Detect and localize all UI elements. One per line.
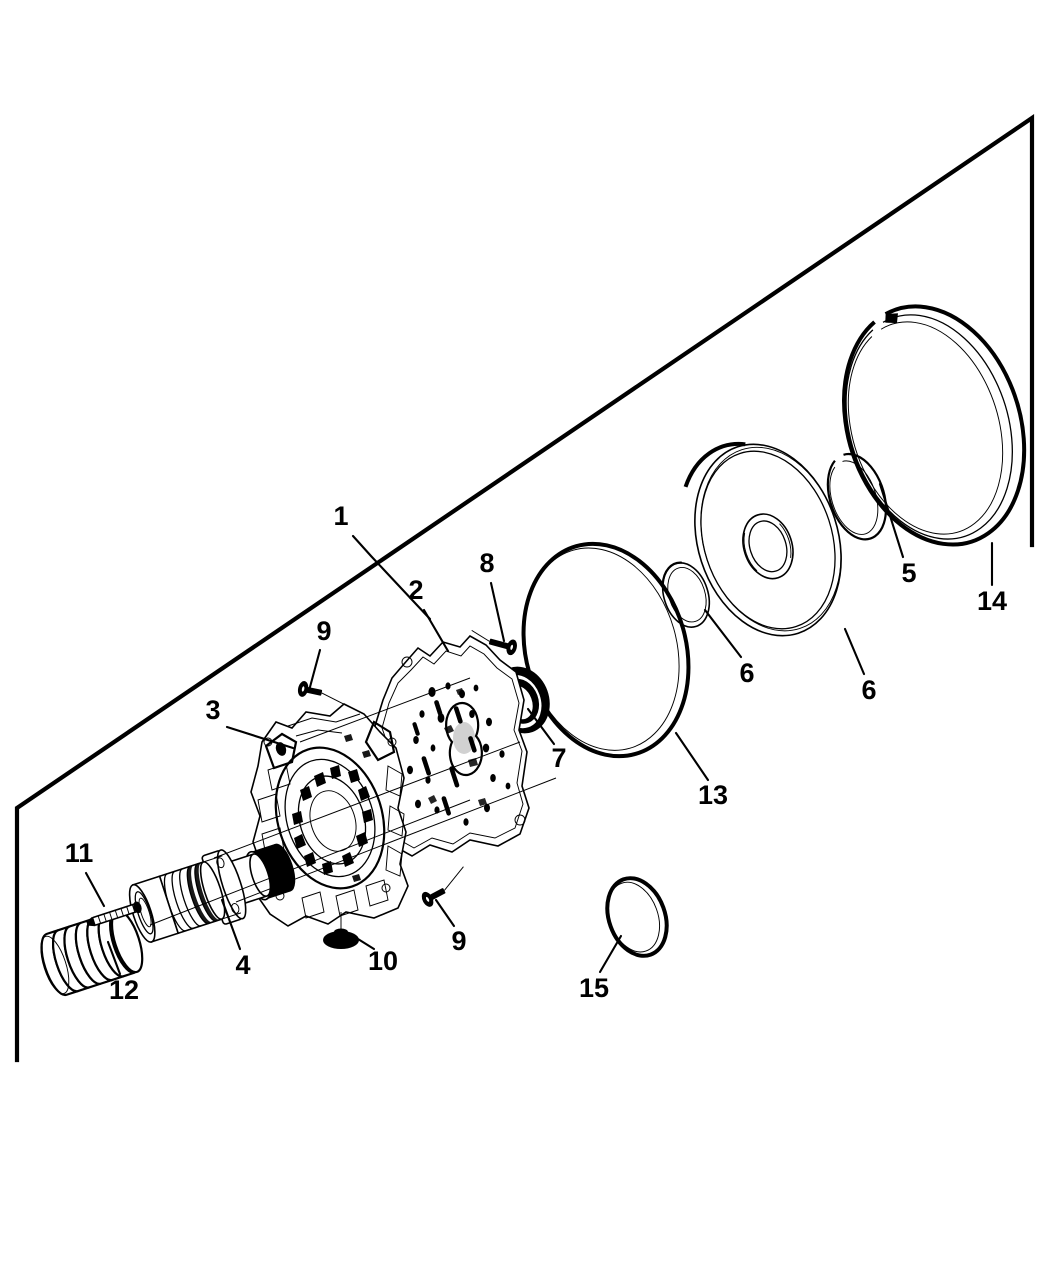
callout-number-4: 4 [235, 950, 250, 980]
callout-15-o-ring: 15 [579, 934, 623, 1003]
leader-line-8 [489, 581, 506, 643]
pump-spring-part [40, 909, 144, 997]
callout-4-input-shaft: 4 [220, 898, 251, 980]
leader-line-11 [84, 871, 106, 908]
callout-5-snap-ring-small: 5 [878, 482, 917, 588]
callout-number-10: 10 [368, 946, 398, 976]
callout-number-1: 1 [333, 501, 348, 531]
callout-10-pump-plug: 10 [348, 932, 398, 976]
callout-number-6: 6 [739, 658, 754, 688]
leader-line-3 [225, 725, 295, 750]
snap-ring-small-part [826, 452, 888, 541]
callout-3-oil-pump-body: 3 [205, 695, 295, 750]
case-outline-frame [14, 114, 1035, 1063]
leader-line-5 [878, 482, 905, 559]
callout-number-3: 3 [205, 695, 220, 725]
leader-line-7 [526, 707, 556, 746]
leader-line-1 [351, 534, 432, 621]
leader-line-15 [598, 934, 623, 974]
leader-line-13 [674, 731, 710, 782]
callout-13-pump-to-case-gasket: 13 [674, 731, 728, 810]
seal-ring-small-part [661, 561, 711, 628]
callout-number-5: 5 [901, 558, 916, 588]
callout-6-seal-ring-small: 6 [703, 608, 755, 688]
leader-line-9 [434, 898, 456, 928]
callout-6-seal-ring-large: 6 [843, 627, 877, 705]
leader-line-10 [348, 932, 376, 951]
leader-line-6 [843, 627, 866, 676]
callout-number-11: 11 [65, 838, 94, 868]
callout-number-9: 9 [451, 926, 466, 956]
retaining-bolt-part [86, 901, 142, 927]
o-ring-part [605, 876, 669, 958]
callout-9-pump-bolt-lower: 9 [434, 898, 467, 956]
seal-ring-large-part [683, 441, 842, 637]
callout-1-transmission-case-outline: 1 [333, 501, 432, 621]
callout-12-pump-spring: 12 [106, 940, 139, 1005]
callout-number-7: 7 [551, 743, 566, 773]
oil-pump-gasket-part [374, 634, 530, 857]
pump-plug-part [323, 912, 359, 949]
callout-7-oil-pump-seal: 7 [526, 707, 567, 773]
snap-ring-large-part [842, 304, 1027, 547]
callout-number-6: 6 [861, 675, 876, 705]
input-shaft-part [128, 843, 296, 943]
callout-2-oil-pump-gasket: 2 [408, 575, 450, 653]
callout-number-15: 15 [579, 973, 609, 1003]
callout-8-pump-bolt-upper: 8 [479, 548, 506, 643]
leader-line-12 [106, 940, 122, 976]
callout-number-2: 2 [408, 575, 423, 605]
callout-9-pump-bolt-left: 9 [308, 616, 332, 689]
leader-line-9 [308, 648, 322, 689]
callout-number-13: 13 [698, 780, 728, 810]
leader-line-6 [703, 608, 743, 659]
callout-number-9: 9 [316, 616, 331, 646]
pump-bolt-upper-part [471, 630, 517, 656]
callout-14-snap-ring-large: 14 [977, 541, 1007, 616]
leader-line-4 [220, 898, 242, 951]
leader-line-2 [422, 608, 450, 653]
callout-11-retaining-bolt: 11 [65, 838, 106, 908]
pump-bolt-lower-part [421, 866, 464, 907]
callout-number-14: 14 [977, 586, 1007, 616]
callout-number-12: 12 [109, 975, 139, 1005]
assembly-axis-lines [149, 677, 557, 926]
callout-number-8: 8 [479, 548, 494, 578]
pump-bolt-left-part [297, 681, 350, 708]
